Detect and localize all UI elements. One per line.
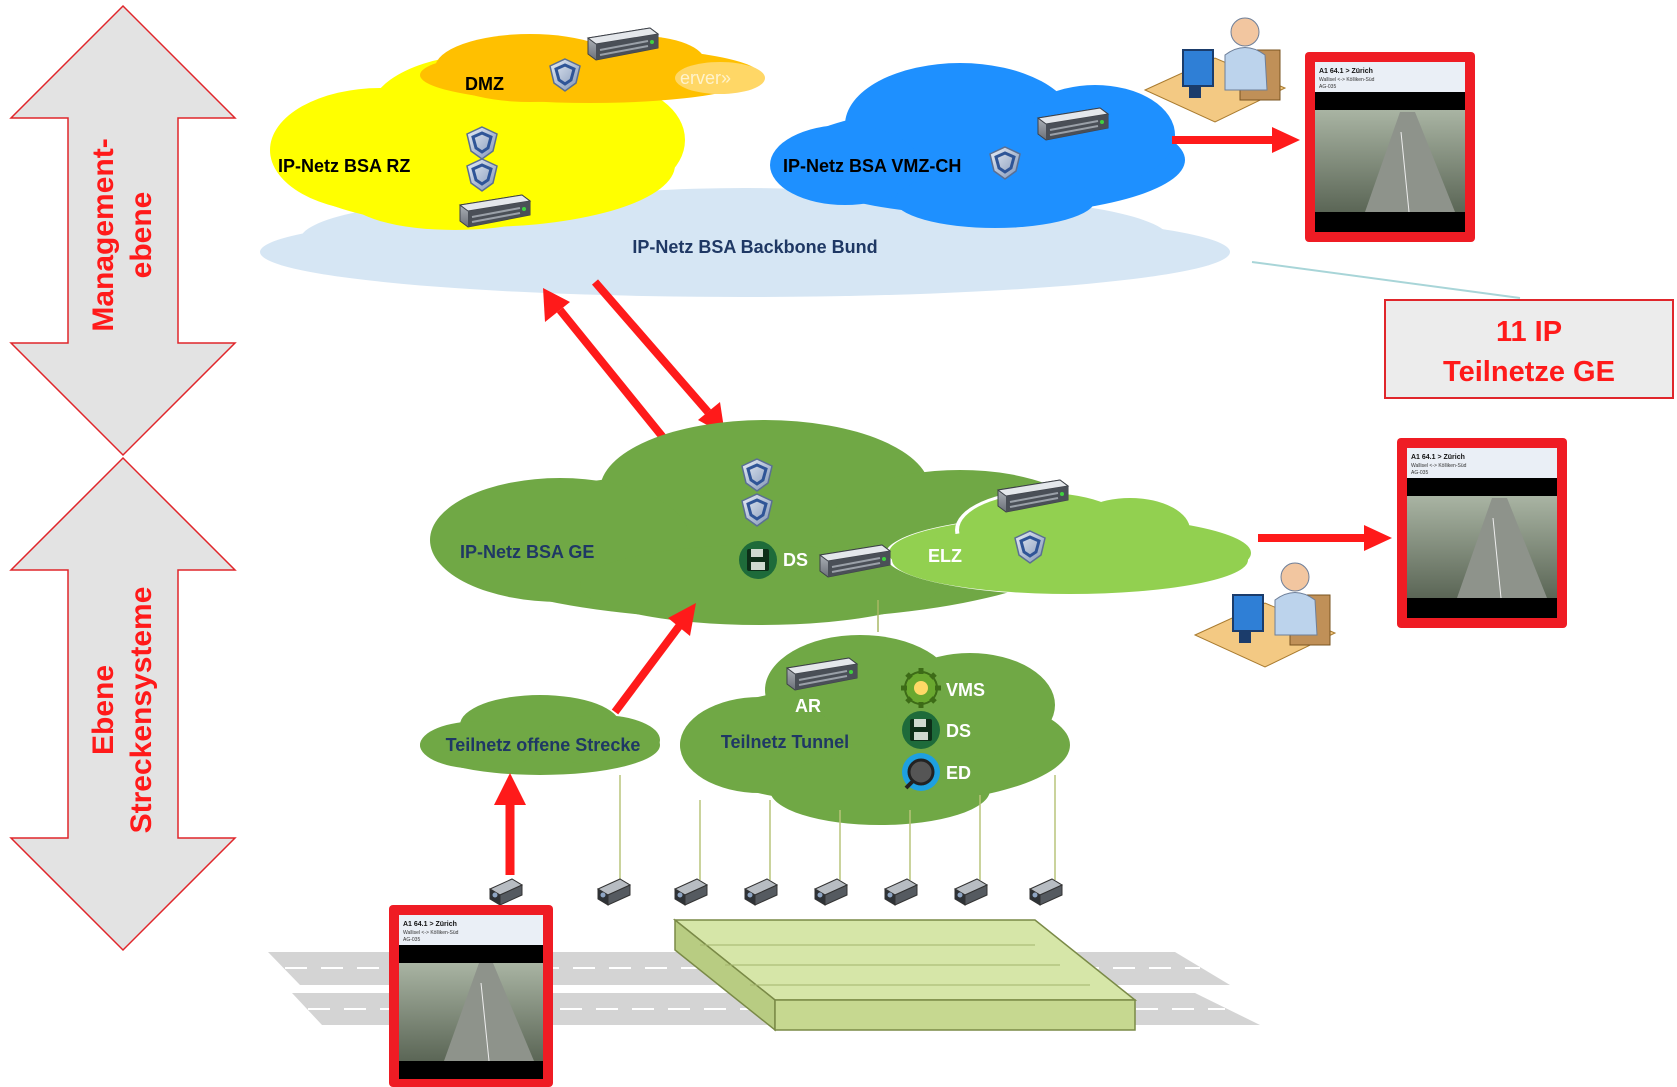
- ge-ds-label: DS: [783, 550, 808, 570]
- management-level-label-2: ebene: [125, 192, 158, 279]
- tunnel-structure: [672, 918, 1138, 1032]
- track-level-arrow: Ebene Streckensysteme: [9, 456, 237, 952]
- management-level-arrow: Management- ebene: [9, 4, 237, 457]
- open-track-to-ge-arrow: [611, 603, 696, 715]
- camera-view-code: AG-035: [1319, 84, 1336, 90]
- camera-monitor-icon: A1 64.1 > Zürich Wallisel <-> Kölliken-S…: [1305, 52, 1475, 242]
- rz-label: IP-Netz BSA RZ: [278, 156, 410, 176]
- operator-workstation-icon-2: [1193, 562, 1337, 668]
- ge-label: IP-Netz BSA GE: [460, 542, 594, 562]
- camera-icon-6: [884, 878, 918, 906]
- dmz-partial-label: erver»: [680, 68, 731, 88]
- gear-icon: [901, 668, 941, 708]
- camera-icon-5: [814, 878, 848, 906]
- ed-label: ED: [946, 763, 971, 783]
- operator-workstation-icon: [1143, 17, 1287, 123]
- camera-icon-8: [1029, 878, 1063, 906]
- vmz-to-monitor-arrow: [1172, 127, 1300, 153]
- vms-label: VMS: [946, 680, 985, 700]
- tunnel-floppy-disk-icon: [902, 711, 940, 749]
- camera-view-title-3: A1 64.1 > Zürich: [403, 921, 457, 928]
- camera-view-subtitle-2: Wallisel <-> Kölliken-Süd: [1411, 463, 1467, 469]
- camera-view-title-2: A1 64.1 > Zürich: [1411, 454, 1465, 461]
- callout-line-1: 11 IP: [1496, 316, 1562, 348]
- callout-box: 11 IP Teilnetze GE: [1384, 299, 1674, 399]
- elz-cloud: ELZ: [885, 490, 1255, 595]
- camera-icon-3: [674, 878, 708, 906]
- vmz-label: IP-Netz BSA VMZ-CH: [783, 156, 961, 176]
- open-track-cloud: Teilnetz offene Strecke: [420, 695, 660, 775]
- track-level-label: Ebene: [87, 665, 120, 755]
- camera-to-open-track-arrow: [494, 773, 526, 875]
- dmz-label: DMZ: [465, 74, 504, 94]
- ge-floppy-disk-icon: [739, 541, 777, 579]
- callout-leader-line: [1251, 261, 1521, 299]
- camera-drop-lines: [619, 775, 1056, 880]
- camera-monitor-icon-3: A1 64.1 > Zürich Wallisel <-> Kölliken-S…: [389, 905, 553, 1087]
- camera-view-code-2: AG-035: [1411, 470, 1428, 476]
- tunnel-cloud: Teilnetz Tunnel: [680, 635, 1070, 825]
- camera-view-subtitle-3: Wallisel <-> Kölliken-Süd: [403, 930, 459, 936]
- camera-view-title: A1 64.1 > Zürich: [1319, 68, 1373, 75]
- tunnel-label: Teilnetz Tunnel: [721, 732, 849, 752]
- callout-line-2: Teilnetze GE: [1443, 356, 1615, 388]
- camera-icon-4: [744, 878, 778, 906]
- open-track-label: Teilnetz offene Strecke: [446, 735, 641, 755]
- track-level-label-2: Streckensysteme: [125, 587, 158, 834]
- dmz-cloud: DMZ erver»: [420, 34, 765, 103]
- ar-label: AR: [795, 696, 821, 716]
- backbone-label: IP-Netz BSA Backbone Bund: [632, 237, 877, 257]
- management-level-label: Management-: [87, 138, 120, 331]
- magnifier-icon: [902, 753, 940, 791]
- backbone-ge-arrows: [543, 279, 725, 449]
- camera-icon: [489, 878, 523, 906]
- camera-icon-7: [954, 878, 988, 906]
- vmz-cloud: IP-Netz BSA VMZ-CH: [770, 63, 1185, 228]
- elz-label: ELZ: [928, 546, 962, 566]
- camera-view-subtitle: Wallisel <-> Kölliken-Süd: [1319, 77, 1375, 83]
- elz-to-monitor-arrow: [1258, 525, 1392, 551]
- camera-icon-2: [597, 878, 631, 906]
- tunnel-ds-label: DS: [946, 721, 971, 741]
- camera-monitor-icon-2: A1 64.1 > Zürich Wallisel <-> Kölliken-S…: [1397, 438, 1567, 628]
- camera-view-code-3: AG-035: [403, 937, 420, 943]
